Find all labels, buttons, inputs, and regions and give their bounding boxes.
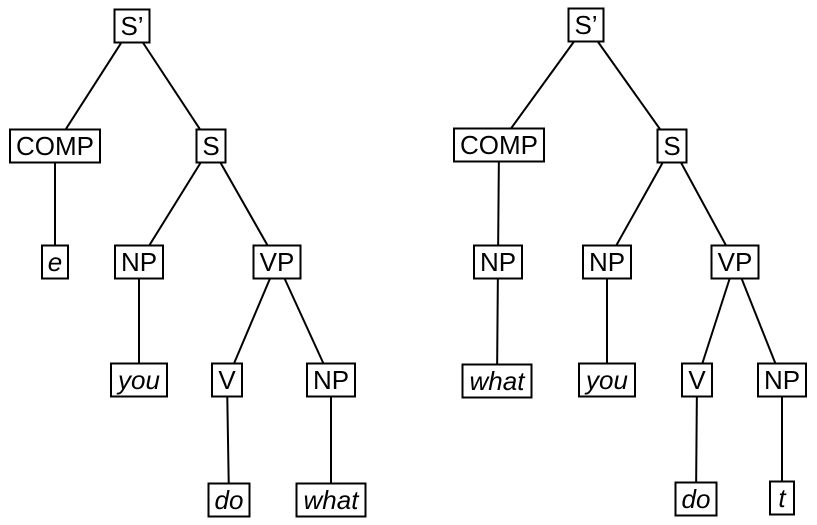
tree-node-left-tree-e: e: [41, 244, 69, 280]
tree-node-label: you: [584, 365, 628, 395]
tree-node-box: [252, 244, 302, 280]
tree-node-label: V: [688, 365, 706, 395]
tree-node-label: VP: [260, 247, 295, 277]
tree-node-box: [195, 128, 227, 164]
tree-node-left-tree-vp: VP: [252, 244, 302, 280]
tree-node-right-tree-np2: NP: [757, 362, 807, 398]
tree-edge-right-tree-np0-what: [496, 261, 499, 382]
tree-node-box: [757, 362, 807, 398]
tree-node-box: [41, 244, 69, 280]
tree-node-label: S’: [120, 11, 143, 41]
tree-edge-right-tree-s-np1: [606, 145, 673, 263]
tree-node-left-tree-np2: NP: [306, 362, 356, 398]
tree-node-left-tree-v: V: [211, 362, 243, 398]
tree-node-box: [473, 244, 523, 280]
tree-node-label: V: [218, 365, 236, 395]
tree-node-right-tree-vp: VP: [710, 244, 760, 280]
tree-node-box: [9, 128, 101, 164]
tree-node-right-tree-t: t: [769, 480, 795, 516]
tree-node-label: what: [304, 485, 361, 515]
tree-node-box: [567, 7, 605, 43]
tree-node-label: NP: [313, 365, 349, 395]
tree-node-right-tree-np0: NP: [473, 244, 523, 280]
tree-node-box: [114, 244, 164, 280]
tree-node-label: t: [778, 483, 787, 513]
tree-node-right-tree-sbar: S’: [567, 7, 605, 43]
tree-node-label: COMP: [460, 130, 538, 160]
tree-edge-left-tree-s-vp: [210, 145, 278, 263]
tree-node-left-tree-np1: NP: [114, 244, 164, 280]
tree-node-right-tree-what: what: [461, 363, 533, 399]
tree-edge-right-tree-sbar-s: [585, 24, 673, 147]
tree-node-label: NP: [480, 247, 516, 277]
tree-edge-right-tree-s-vp: [671, 145, 736, 263]
tree-edge-right-tree-sbar-comp: [498, 24, 587, 146]
tree-node-box: [461, 363, 533, 399]
tree-node-label: S’: [574, 10, 597, 40]
tree-node-box: [769, 480, 795, 516]
tree-edge-left-tree-v-do: [226, 379, 230, 501]
tree-node-label: do: [682, 484, 711, 514]
tree-edge-left-tree-vp-np2: [276, 261, 332, 381]
tree-node-left-tree-you: you: [110, 362, 168, 398]
tree-node-right-tree-comp: COMP: [453, 127, 545, 163]
tree-edge-right-tree-v-do: [695, 379, 698, 500]
tree-node-box: [211, 362, 243, 398]
tree-node-label: NP: [764, 365, 800, 395]
tree-node-left-tree-sbar: S’: [113, 8, 151, 44]
tree-node-right-tree-v: V: [681, 362, 713, 398]
tree-node-label: NP: [121, 247, 157, 277]
tree-node-label: COMP: [16, 131, 94, 161]
tree-node-right-tree-you: you: [578, 362, 636, 398]
tree-node-right-tree-do: do: [674, 481, 718, 517]
tree-node-box: [453, 127, 545, 163]
tree-node-right-tree-s: S: [656, 128, 688, 164]
tree-edge-left-tree-s-np1: [138, 145, 212, 263]
tree-edge-left-tree-vp-v: [226, 261, 278, 381]
tree-node-box: [306, 362, 356, 398]
tree-node-label: e: [48, 247, 62, 277]
tree-node-right-tree-np1: NP: [582, 244, 632, 280]
tree-node-box: [674, 481, 718, 517]
tree-edge-left-tree-sbar-comp: [54, 25, 133, 147]
tree-node-box: [110, 362, 168, 398]
tree-node-box: [710, 244, 760, 280]
tree-node-left-tree-do: do: [207, 482, 251, 518]
tree-node-left-tree-what: what: [295, 482, 367, 518]
tree-node-label: do: [215, 485, 244, 515]
tree-node-left-tree-s: S: [195, 128, 227, 164]
tree-node-label: VP: [718, 247, 753, 277]
tree-edge-right-tree-comp-np0: [497, 144, 500, 263]
tree-node-box: [207, 482, 251, 518]
tree-edge-right-tree-vp-np2: [734, 261, 783, 381]
tree-node-box: [582, 244, 632, 280]
tree-node-box: [578, 362, 636, 398]
tree-node-label: what: [470, 366, 527, 396]
tree-node-box: [681, 362, 713, 398]
tree-node-box: [656, 128, 688, 164]
tree-edge-right-tree-vp-v: [696, 261, 736, 381]
tree-edge-left-tree-sbar-s: [131, 25, 212, 147]
tree-node-label: S: [202, 131, 219, 161]
tree-node-label: NP: [589, 247, 625, 277]
tree-node-label: you: [116, 365, 160, 395]
tree-node-box: [295, 482, 367, 518]
tree-node-left-tree-comp: COMP: [9, 128, 101, 164]
tree-node-label: S: [663, 131, 680, 161]
tree-node-box: [113, 8, 151, 44]
